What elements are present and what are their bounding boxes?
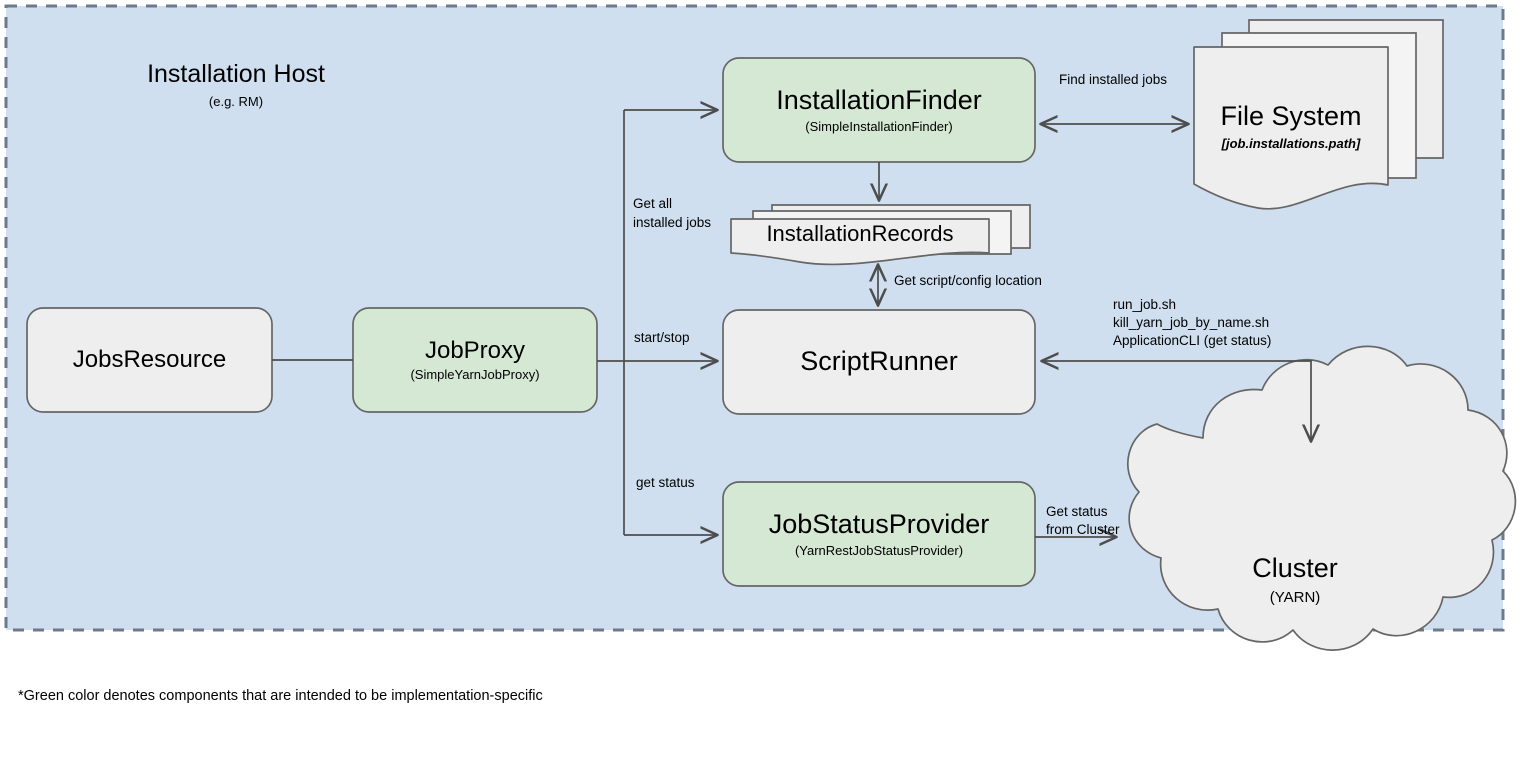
installation-finder-node[interactable] (722, 57, 1036, 163)
jobs-resource-node[interactable] (26, 307, 273, 413)
installation-records-node[interactable] (730, 204, 1031, 266)
file-system-node[interactable] (1193, 19, 1444, 210)
job-proxy-node[interactable] (352, 307, 598, 413)
job-status-provider-node[interactable] (722, 481, 1036, 587)
script-runner-node[interactable] (722, 309, 1036, 415)
edge-cluster-scriptrunner (1043, 361, 1311, 440)
